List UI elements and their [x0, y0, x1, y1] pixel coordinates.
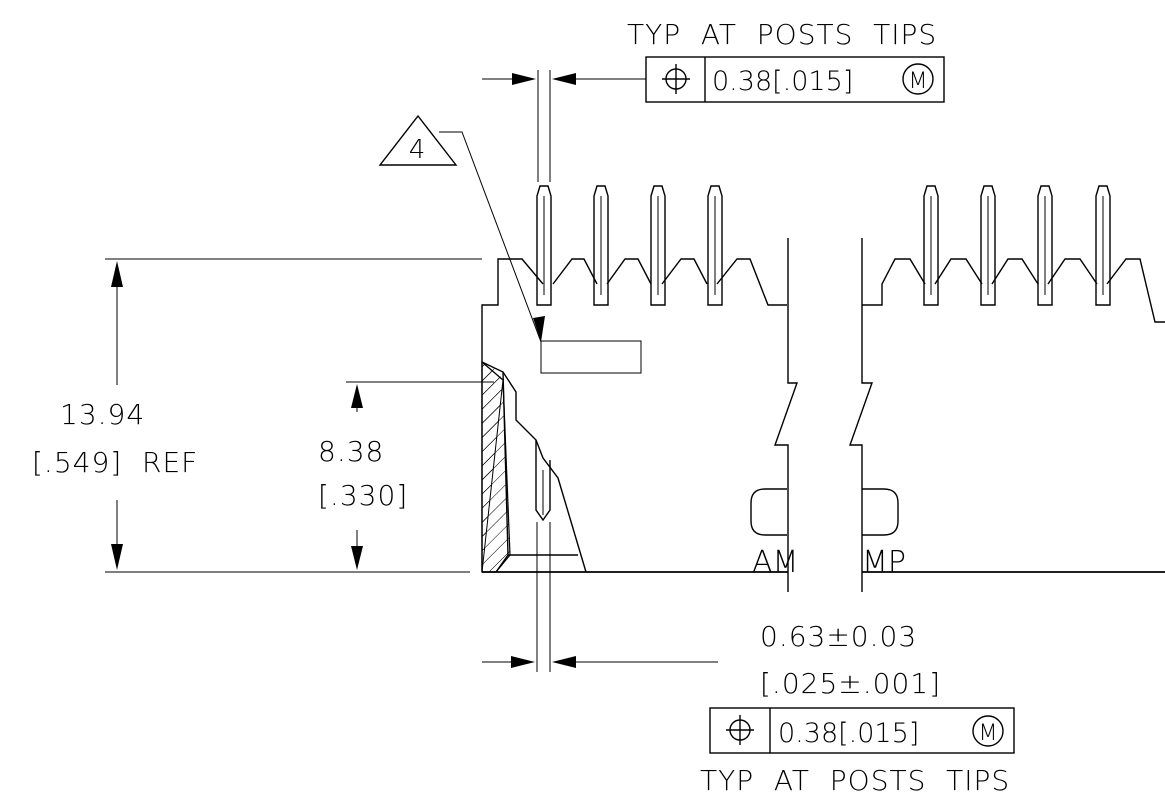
top-fcf-modifier: M — [909, 69, 928, 94]
posts — [536, 185, 1111, 306]
note-flag-leader — [439, 131, 542, 343]
mmc-modifier-icon: M — [902, 63, 934, 95]
amp-logo-left: AM — [752, 545, 798, 580]
depth-dim-inch: [.330] — [318, 479, 408, 512]
top-note-text: TYP AT POSTS TIPS — [627, 18, 937, 51]
bottom-fcf-frame — [709, 707, 1015, 754]
post-3 — [650, 185, 666, 306]
depth-dimension: 8.38 [.330] — [318, 381, 494, 570]
housing: AM MP — [481, 238, 1165, 592]
note-flag-triangle — [378, 114, 458, 166]
top-fcf-tolerance: 0.38[.015] — [712, 66, 853, 97]
position-icon — [662, 64, 690, 94]
bottom-fcf-tolerance: 0.38[.015] — [778, 718, 919, 749]
marking-area-box — [540, 340, 642, 374]
post-8 — [1095, 185, 1111, 306]
depth-dim-value: 8.38 — [318, 435, 384, 468]
post-6 — [980, 185, 996, 306]
height-dim-value: 13.94 — [60, 398, 145, 431]
top-fcf: TYP AT POSTS TIPS 0.38[.015] M — [482, 18, 945, 182]
post-2 — [593, 185, 609, 306]
height-dimension: 13.94 [.549] REF — [32, 258, 482, 573]
height-dim-inch: [.549] REF — [32, 446, 198, 479]
post-4 — [707, 185, 723, 306]
post-width-value: 0.63±0.03 — [760, 620, 917, 653]
amp-logo-right: MP — [862, 545, 906, 580]
post-1 — [536, 185, 552, 306]
bottom-note-text: TYP AT POSTS TIPS — [700, 764, 1010, 797]
amp-logo: AM MP — [750, 488, 906, 580]
mmc-modifier-icon: M — [972, 715, 1004, 747]
bottom-fcf-modifier: M — [979, 721, 998, 746]
bottom-fcf: 0.38[.015] M TYP AT POSTS TIPS — [700, 707, 1015, 797]
post-7 — [1037, 185, 1053, 306]
note-flag: 4 — [378, 114, 642, 374]
post-5 — [923, 185, 939, 306]
position-icon — [726, 715, 754, 745]
post-width-dimension: 0.63±0.03 [.025±.001] — [482, 522, 941, 700]
post-width-inch: [.025±.001] — [760, 667, 941, 700]
note-flag-number: 4 — [409, 135, 426, 165]
